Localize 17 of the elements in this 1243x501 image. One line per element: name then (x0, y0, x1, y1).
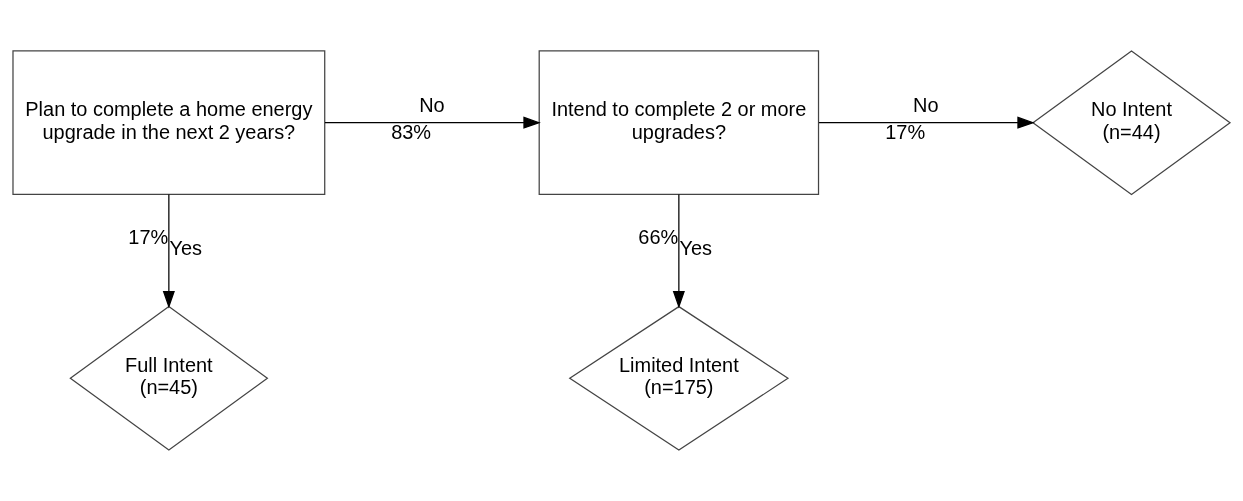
edge-label: No (913, 94, 939, 117)
label: 66% (638, 226, 679, 249)
node-diamond: Limited Intent (n=175) (568, 305, 790, 451)
edge-label: Yes (679, 237, 712, 260)
node-diamond: No Intent (n=44) (1031, 50, 1232, 196)
arrow (672, 193, 685, 309)
edge-label: Yes (169, 237, 202, 260)
label: 83% (391, 120, 432, 143)
arrow (324, 116, 541, 129)
node-diamond: Full Intent (n=45) (69, 305, 269, 451)
arrow (818, 116, 1035, 129)
label: 17% (885, 120, 926, 143)
label: 17% (128, 226, 169, 249)
edge-label: No (419, 94, 445, 117)
node-box: Intend to complete 2 or more upgrades? (538, 50, 820, 195)
arrow (162, 193, 175, 309)
node-box: Plan to complete a home energy upgrade in the next 2 years? (12, 50, 326, 195)
